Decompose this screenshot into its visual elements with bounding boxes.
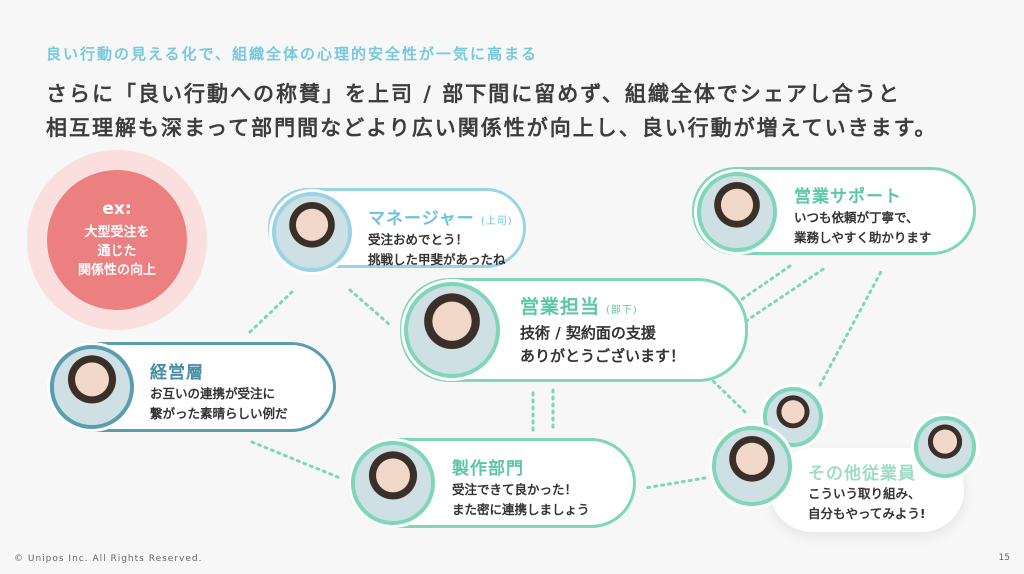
subtitle: 良い行動の見える化で、組織全体の心理的安全性が一気に高まる [46,45,538,63]
executive-message: お互いの連携が受注に繋がった素晴らしい例だ [150,386,288,421]
manager-message: 受注おめでとう！挑戦した甲斐があったね [368,232,506,267]
production-message: 受注できて良かった！また密に連携しましょう [452,482,590,517]
arrow-others-sales [708,376,747,414]
others-message: こういう取り組み、自分もやってみよう! [808,486,926,521]
headline-line: 相互理解も深まって部門間などより広い関係性が向上し、良い行動が増えていきます。 [46,116,938,140]
manager-avatar [272,192,352,272]
arrow-sales-support [738,266,827,327]
example-label: ex: [102,199,132,219]
arrow-manager-sales [348,288,392,327]
arrow-exec-manager [248,288,296,334]
production-title: 製作部門 [452,459,524,479]
others-avatar-woman [712,426,792,506]
support-avatar [697,172,777,252]
executive-title: 経営層 [150,363,204,383]
headline: さらに「良い行動への称賛」を上司 / 部下間に留めず、組織全体でシェアし合うと … [46,77,938,145]
executive-avatar [50,345,134,429]
page-number: 15 [998,553,1010,563]
others-avatar-woman2 [914,416,976,478]
example-line: 関係性の向上 [77,263,156,278]
support-message: いつも依頼が丁寧で、業務しやすく助かります [794,210,932,245]
support-title: 営業サポート [794,187,902,207]
headline-line: さらに「良い行動への称賛」を上司 / 部下間に留めず、組織全体でシェアし合うと [46,82,901,106]
example-line: 通じた [97,244,137,259]
arrow-others-production [643,476,707,490]
sales-message: 技術 / 契約面の支援ありがとうございます！ [520,324,686,365]
arrow-others-support [818,268,884,387]
footer-copyright: © Unipos Inc. All Rights Reserved. [14,554,203,564]
example-badge: ex: 大型受注を 通じた 関係性の向上 [27,150,207,330]
example-line: 大型受注を [84,225,150,240]
others-avatar-man [763,387,823,447]
sales-title: 営業担当(部下) [520,296,638,318]
sales-avatar [404,282,500,378]
arrow-exec-production [250,440,342,480]
others-title: その他従業員 [808,464,916,484]
manager-title: マネージャー(上司) [368,209,513,229]
production-avatar [351,441,435,525]
